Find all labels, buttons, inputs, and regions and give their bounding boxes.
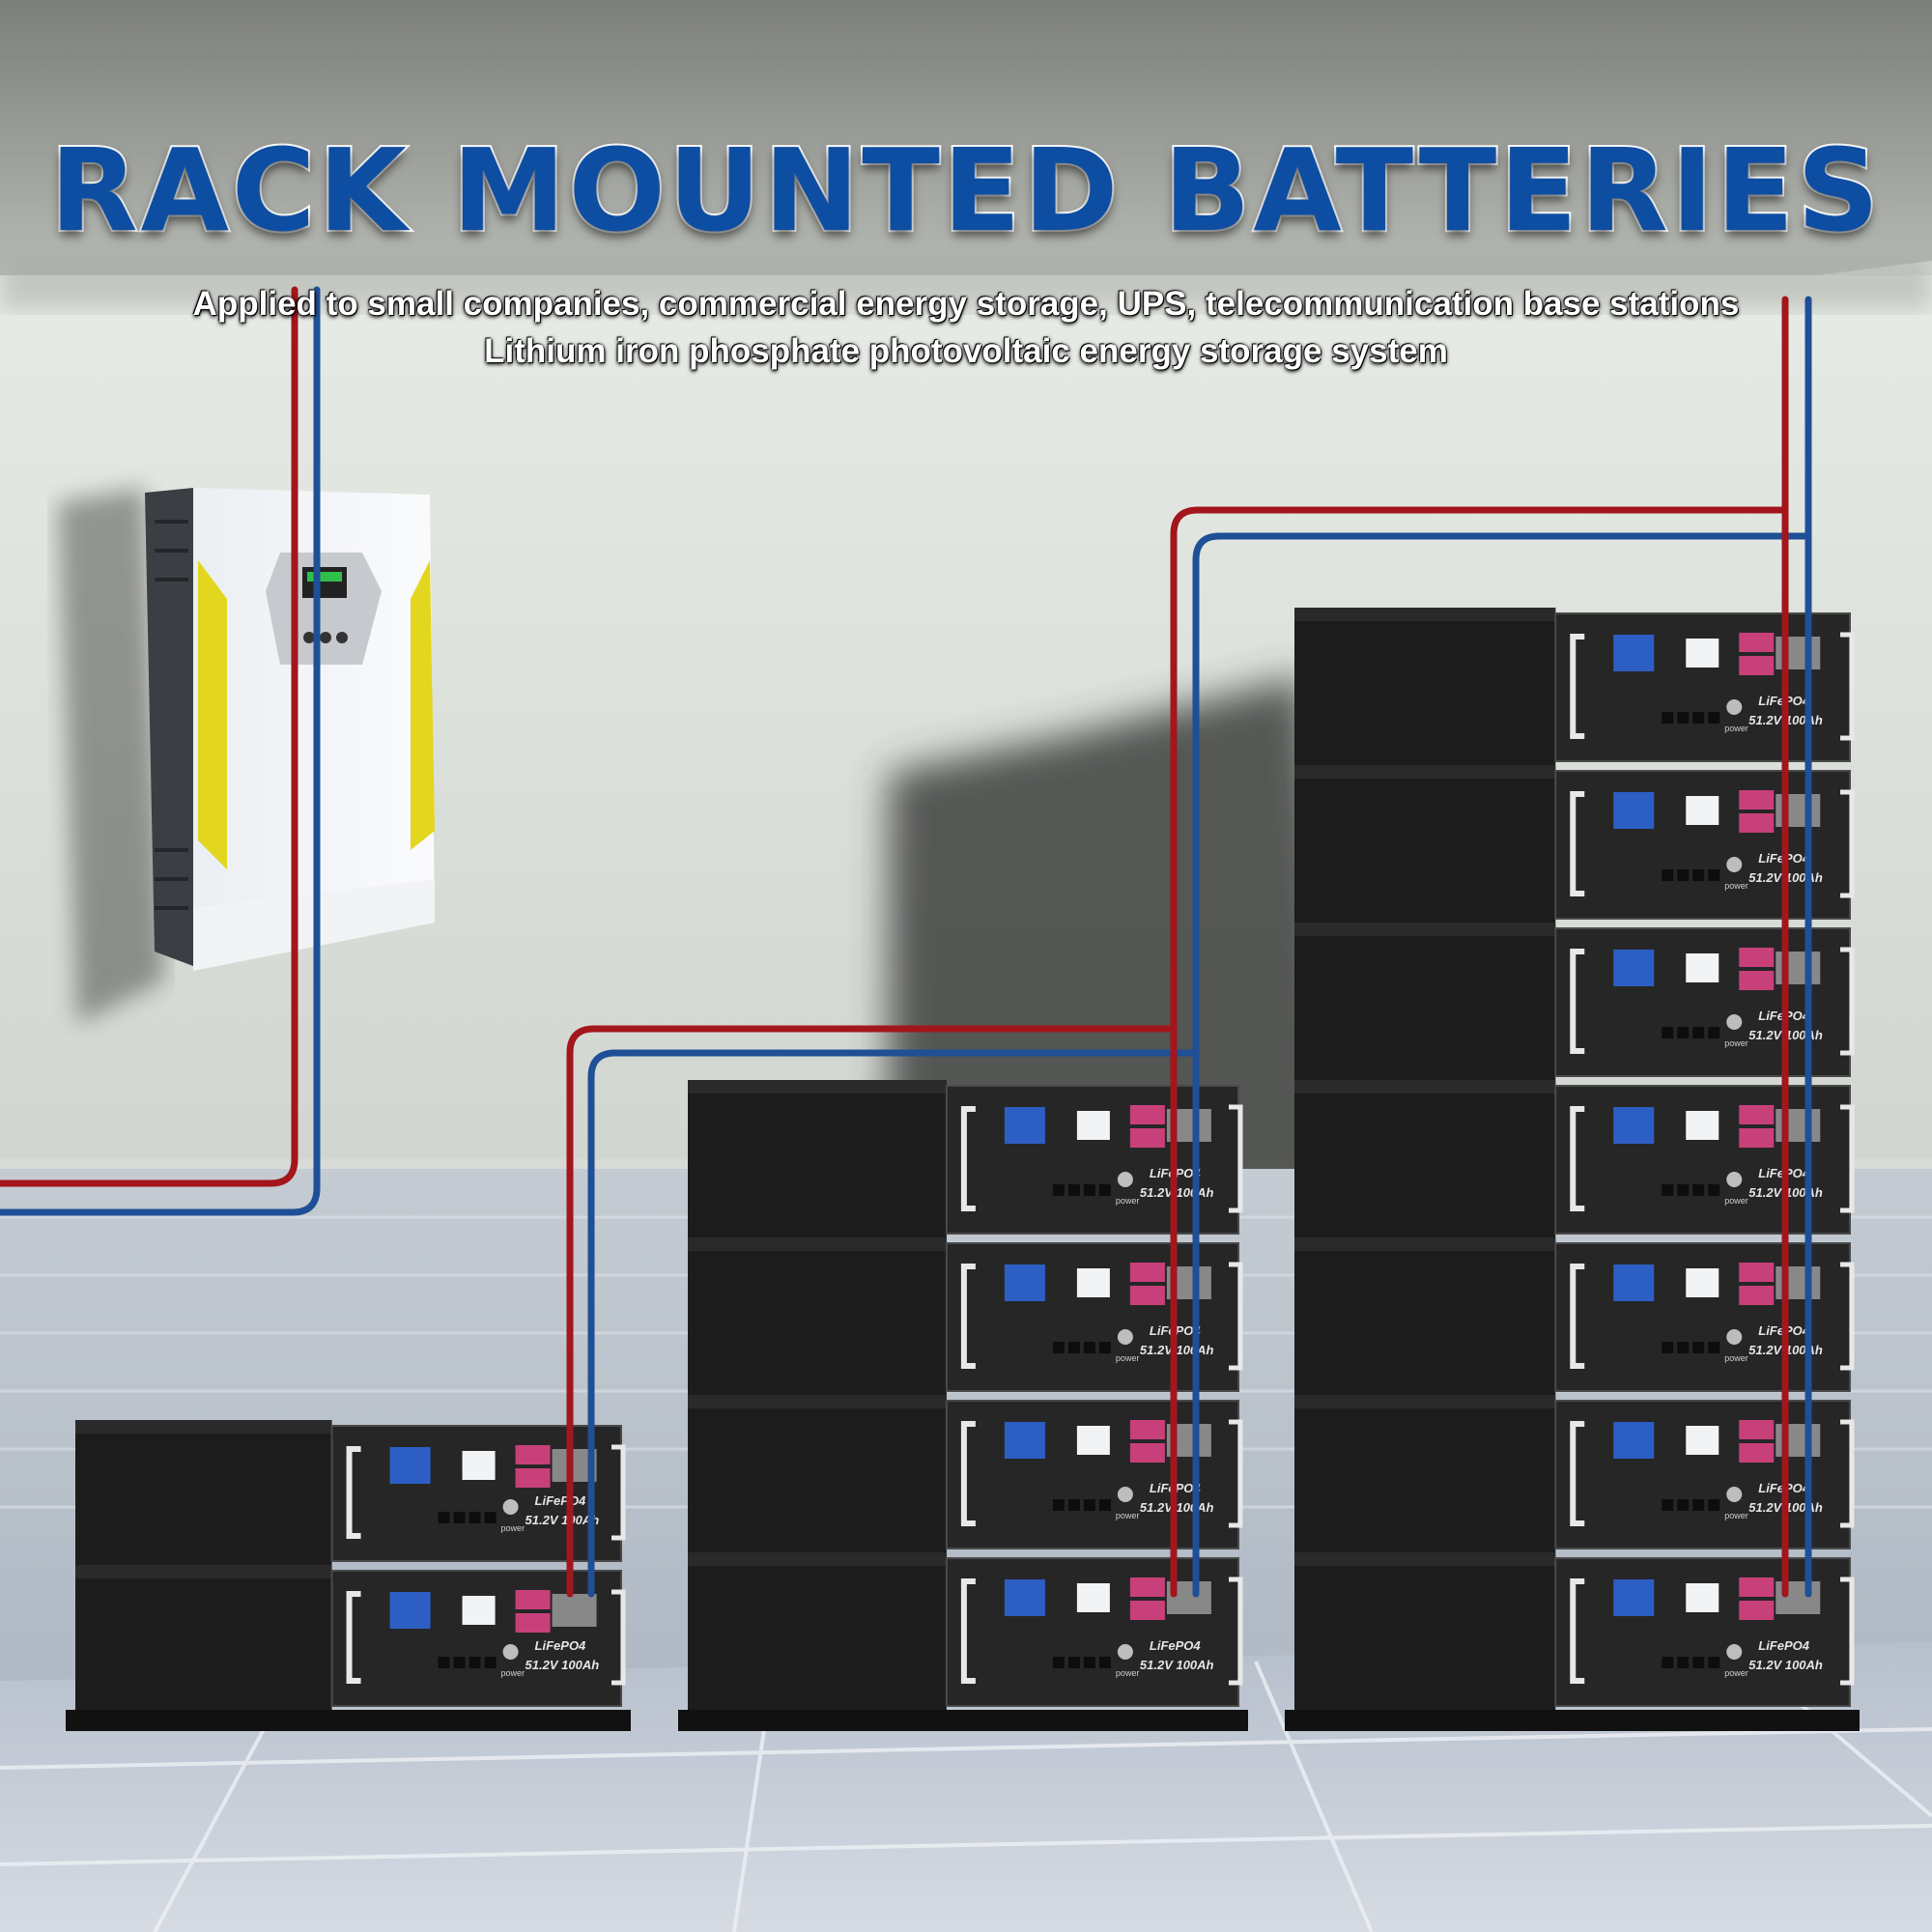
- battery-rating-label: 51.2V 100Ah: [526, 1658, 600, 1672]
- battery-chemistry-label: LiFePO4: [535, 1493, 587, 1508]
- battery-rating-label: 51.2V 100Ah: [1140, 1658, 1214, 1672]
- battery-chemistry-label: LiFePO4: [1150, 1638, 1202, 1653]
- battery-power-label: power: [1724, 1038, 1748, 1048]
- battery-power-label: power: [1116, 1353, 1140, 1363]
- battery-power-label: power: [1724, 1668, 1748, 1678]
- battery-rating-label: 51.2V 100Ah: [526, 1513, 600, 1527]
- battery-power-label: power: [1116, 1196, 1140, 1206]
- power-cable-icon: [0, 286, 1812, 1598]
- battery-power-label: power: [501, 1523, 526, 1533]
- battery-chemistry-label: LiFePO4: [1758, 1638, 1810, 1653]
- battery-power-label: power: [1724, 881, 1748, 891]
- page-title: RACK MOUNTED BATTERIES: [48, 122, 1883, 259]
- battery-power-label: power: [501, 1668, 526, 1678]
- battery-chemistry-label: LiFePO4: [535, 1638, 587, 1653]
- battery-power-label: power: [1724, 1353, 1748, 1363]
- battery-power-label: power: [1116, 1668, 1140, 1678]
- battery-power-label: power: [1724, 1196, 1748, 1206]
- subtitle-line-2: Lithium iron phosphate photovoltaic ener…: [484, 332, 1448, 370]
- battery-power-label: power: [1116, 1511, 1140, 1520]
- battery-power-label: power: [1724, 1511, 1748, 1520]
- subtitle-line-1: Applied to small companies, commercial e…: [192, 285, 1740, 323]
- battery-power-label: power: [1724, 724, 1748, 733]
- battery-rating-label: 51.2V 100Ah: [1748, 1658, 1823, 1672]
